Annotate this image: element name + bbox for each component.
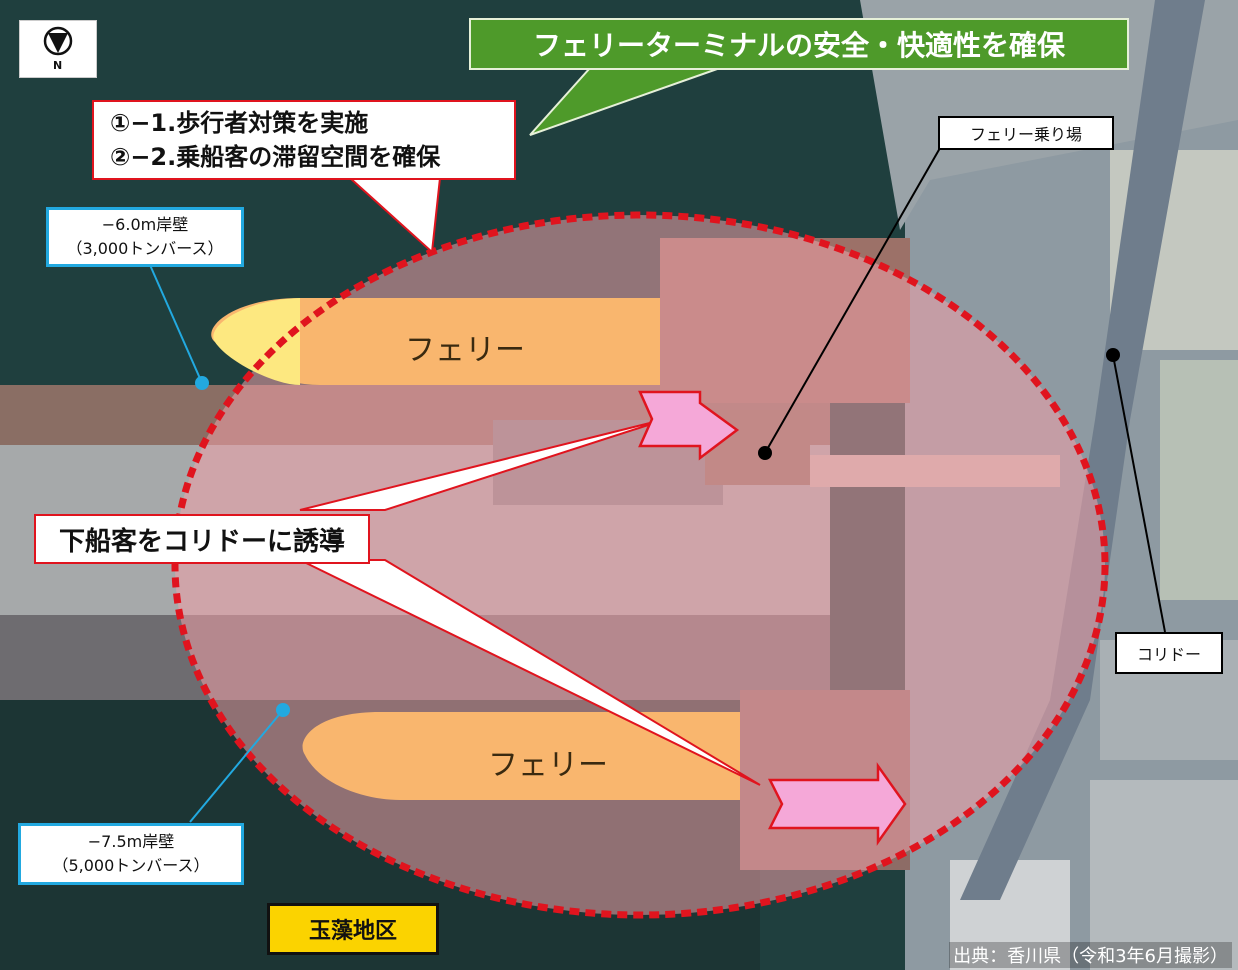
north-compass: N	[19, 20, 97, 78]
south-quay-name: −7.5m岸壁	[87, 832, 175, 851]
corridor-label: コリドー	[1115, 632, 1223, 674]
measure-waiting-space: ②−2.乗船客の滞留空間を確保	[110, 143, 441, 171]
south-quay-label: −7.5m岸壁 （5,000トンバース）	[18, 823, 244, 885]
arrow-to-boarding	[638, 390, 740, 461]
city-block	[1090, 780, 1238, 970]
measure-pedestrian: ①−1.歩行者対策を実施	[110, 109, 369, 137]
arrow-to-corridor	[767, 762, 907, 846]
district-label: 玉藻地区	[267, 903, 439, 955]
project-boundary	[171, 211, 1109, 919]
ferry-south-shape	[302, 712, 740, 800]
leader-boarding	[764, 147, 941, 454]
marker-boarding	[758, 446, 772, 460]
south-quay-capacity: （5,000トンバース）	[52, 856, 210, 875]
compass-letter: N	[53, 59, 63, 72]
ferry-north-bow	[213, 298, 300, 385]
leader-south-quay	[189, 709, 284, 823]
leader-corridor	[1112, 354, 1166, 633]
marker-corridor	[1106, 348, 1120, 362]
guidance-callout: 下船客をコリドーに誘導	[34, 514, 370, 564]
city-block	[1160, 360, 1238, 600]
marker-south-quay	[276, 703, 290, 717]
measures-callout: ①−1.歩行者対策を実施 ②−2.乗船客の滞留空間を確保	[92, 100, 516, 180]
north-quay-capacity: （3,000トンバース）	[66, 239, 224, 258]
north-quay-name: −6.0m岸壁	[101, 215, 189, 234]
corridor-bridge	[960, 0, 1205, 900]
marker-north-quay	[195, 376, 209, 390]
north-quay-label: −6.0m岸壁 （3,000トンバース）	[46, 207, 244, 267]
ferry-north-shape	[211, 298, 660, 385]
ferry-south-label: フェリー	[488, 748, 608, 783]
north-arrow-icon	[43, 26, 73, 56]
guidance-wedge-north	[299, 417, 671, 511]
ferry-north-label: フェリー	[405, 333, 525, 368]
photo-source: 出典：香川県（令和3年6月撮影）	[949, 942, 1232, 968]
leader-north-quay	[149, 264, 203, 384]
page-title: フェリーターミナルの安全・快適性を確保	[469, 18, 1129, 70]
ferry-boarding-label: フェリー乗り場	[938, 116, 1114, 150]
